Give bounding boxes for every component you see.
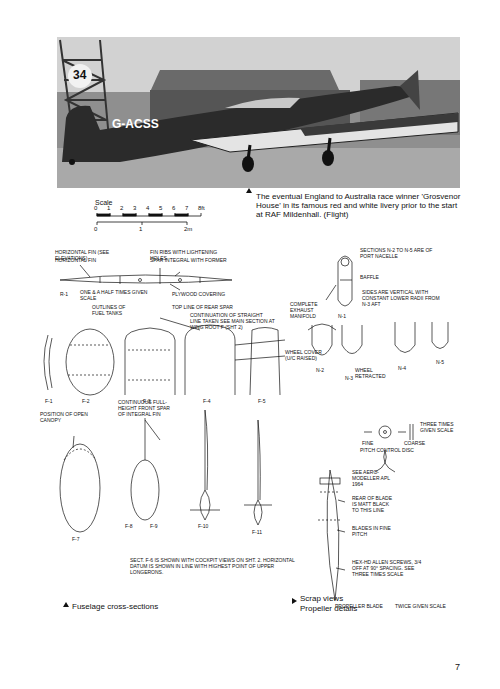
drawing-label: F-2	[82, 399, 90, 405]
drawing-label: PITCH CONTROL DISC	[360, 448, 420, 454]
drawing-label: 5	[159, 205, 162, 212]
drawing-label: F-10	[198, 524, 208, 530]
drawing-label: 4	[146, 205, 149, 212]
drawing-label: ONE & A HALF TIMES GIVEN SCALE	[80, 290, 150, 302]
drawing-label: 1	[139, 226, 142, 233]
drawing-label: N-4	[398, 366, 406, 372]
drawing-label: HEX-HD ALLEN SCREWS, 3/4 OFF AT 90° SPAC…	[352, 560, 432, 577]
drawing-label: F-5	[258, 399, 266, 405]
drawing-label: F-8	[125, 524, 133, 530]
drawing-label: SECTIONS N-2 TO N-5 ARE OF PORT NACELLE	[360, 248, 440, 260]
drawing-label: F-9	[150, 524, 158, 530]
drawing-label: Scrap views	[300, 594, 343, 603]
drawing-label: TOP LINE OF REAR SPAR	[172, 305, 252, 311]
drawing-label: G-ACSS	[112, 118, 159, 132]
drawing-label: SIDES ARE VERTICAL WITH CONSTANT LOWER R…	[362, 290, 442, 307]
fin-section	[60, 265, 232, 290]
drawing-label: 1	[107, 205, 110, 212]
drawing-label: F-7	[72, 537, 80, 543]
scale-bar	[97, 213, 201, 225]
drawing-label: 7	[455, 662, 460, 672]
drawing-label: TWICE GIVEN SCALE	[395, 604, 446, 610]
caption-marker	[246, 188, 252, 193]
drawing-label: BLADES IN FINE PITCH	[352, 526, 392, 538]
drawing-label: WHEEL COVER (U/C RAISED)	[285, 350, 330, 362]
drawing-label: N-2	[316, 368, 324, 374]
drawing-label: N-3	[345, 376, 353, 382]
drawing-label: 8ft	[198, 205, 205, 212]
drawing-label: HORIZONTAL FIN	[55, 258, 115, 264]
drawing-label: SECT. F-6 IS SHOWN WITH COCKPIT VIEWS ON…	[130, 558, 300, 575]
drawing-label: 0	[94, 226, 97, 233]
drawing-label: F-4	[203, 399, 211, 405]
drawing-label: 6	[172, 205, 175, 212]
nacelle-sections	[308, 256, 448, 355]
drawing-label: 2	[120, 205, 123, 212]
drawing-label: POSITION OF OPEN CANOPY	[40, 412, 90, 424]
drawing-label: FINE	[362, 441, 373, 447]
drawing-label: 3	[133, 205, 136, 212]
drawing-label: SPAR INTEGRAL WITH FORMER	[150, 258, 230, 264]
drawing-label: REAR OF BLADE IS MATT BLACK TO THIS LINE	[352, 496, 397, 513]
drawing-label: 34	[73, 69, 89, 83]
drawing-label: CONTINUATION OF STRAIGHT LINE TAKEN SEE …	[190, 313, 275, 330]
drawing-label: THREE TIMES GIVEN SCALE	[420, 422, 455, 434]
photo-caption: The eventual England to Australia race w…	[256, 192, 461, 220]
drawing-label: 7	[185, 205, 188, 212]
drawing-label: BAFFLE	[360, 275, 400, 281]
fuselage-sections	[44, 318, 285, 532]
drawing-label: Propeller details	[300, 604, 357, 613]
drawing-label: WHEEL RETRACTED	[355, 368, 395, 380]
drawing-label: N-1	[338, 314, 346, 320]
drawing-label: 0	[94, 205, 97, 212]
photo	[57, 37, 460, 188]
drawing-label: SEE AERO-MODELLER APL 1964	[352, 470, 392, 487]
caption-marker	[63, 602, 69, 607]
drawing-label: OUTLINES OF FUEL TANKS	[92, 305, 137, 317]
caption-marker	[292, 598, 297, 604]
drawing-label: F-11	[252, 530, 262, 536]
drawing-label: R-1	[60, 292, 68, 298]
drawing-label: COMPLETE EXHAUST MANIFOLD	[290, 302, 332, 319]
drawing-label: 2m	[184, 226, 192, 233]
drawing-label: PLYWOOD COVERING	[172, 292, 232, 298]
drawing-label: CONTINUOUS FULL-HEIGHT FRONT SPAR OF INT…	[118, 400, 178, 417]
drawing-label: F-1	[45, 399, 53, 405]
drawing-label: Fuselage cross-sections	[72, 602, 158, 611]
drawing-label: COARSE	[404, 441, 425, 447]
drawing-label: N-5	[436, 360, 444, 366]
